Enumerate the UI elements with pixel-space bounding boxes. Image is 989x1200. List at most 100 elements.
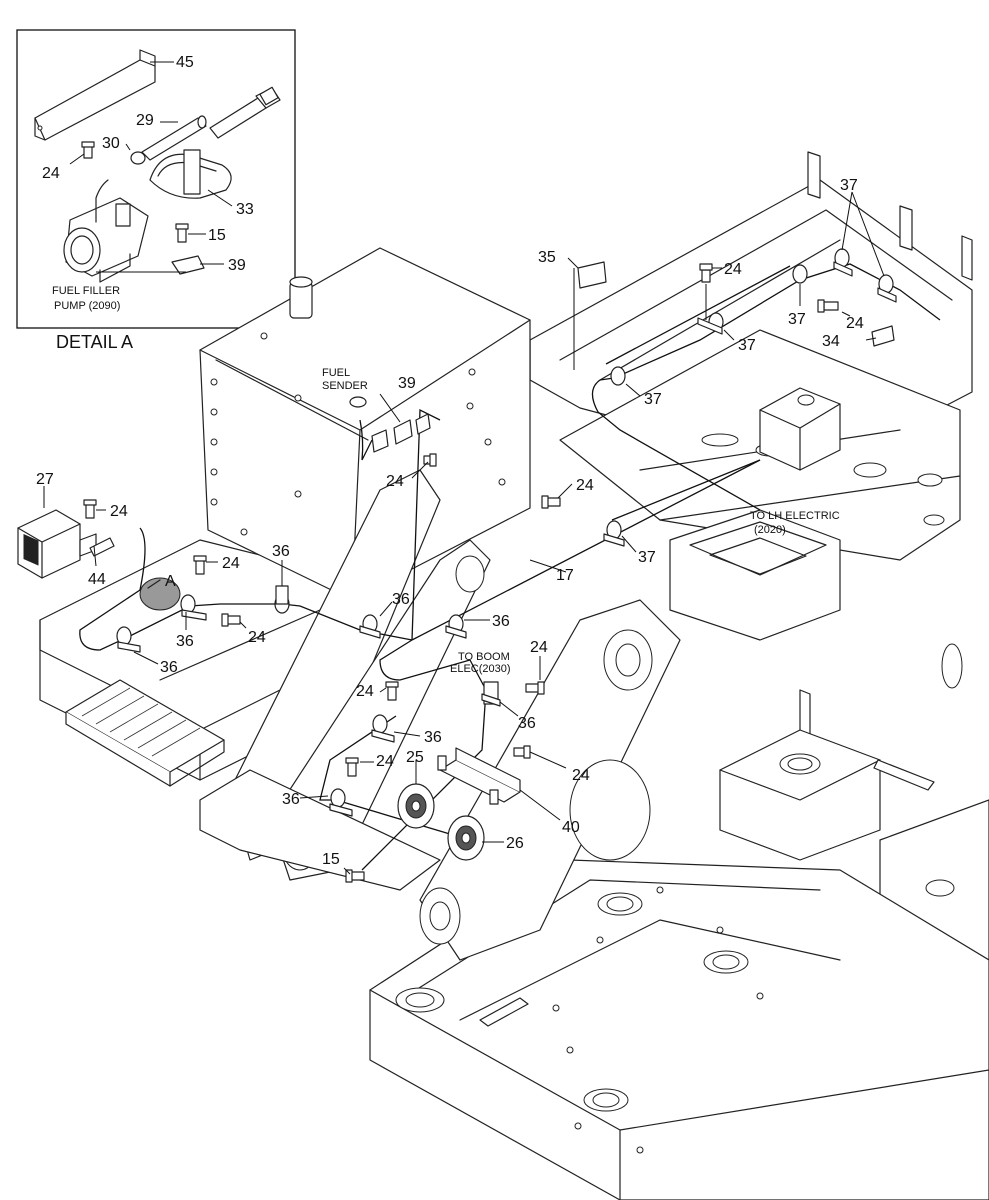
clamp-33 bbox=[183, 149, 201, 195]
label-24-a: 24 bbox=[724, 261, 742, 278]
label-37-b: 37 bbox=[788, 311, 806, 328]
clamp-37-top bbox=[833, 248, 853, 277]
label-33: 33 bbox=[236, 201, 254, 218]
detail-a-inset: 45 29 30 24 33 15 39 FUEL FILLER PUMP (2… bbox=[16, 29, 296, 329]
fuel-sender bbox=[349, 396, 367, 408]
clamp-37-d bbox=[610, 366, 626, 386]
bolt-15 bbox=[345, 869, 365, 883]
label-29: 29 bbox=[136, 112, 154, 129]
part-labels: 35 37 24 37 24 34 37 37 39 24 24 37 17 2… bbox=[36, 177, 864, 868]
label-24-d: 24 bbox=[576, 477, 594, 494]
bracket-45 bbox=[34, 49, 156, 141]
label-24-detail: 24 bbox=[42, 165, 60, 182]
clamp-36-h bbox=[481, 681, 501, 707]
label-39-detail: 39 bbox=[228, 257, 246, 274]
clamp-37-c bbox=[697, 312, 724, 335]
label-37-c: 37 bbox=[738, 337, 756, 354]
bolt-24-i bbox=[525, 681, 545, 695]
label-24-b: 24 bbox=[846, 315, 864, 332]
bolt-24-d bbox=[541, 495, 561, 509]
bolt-24-b bbox=[817, 299, 839, 313]
label-34: 34 bbox=[822, 333, 840, 350]
label-36-a: 36 bbox=[272, 543, 290, 560]
bolt-24-h bbox=[385, 681, 399, 701]
bolt-15-detail bbox=[175, 223, 189, 243]
clamp-36-c bbox=[445, 614, 467, 639]
bracket-35 bbox=[577, 261, 607, 289]
clamp-30 bbox=[130, 151, 146, 165]
step bbox=[65, 679, 225, 787]
label-30: 30 bbox=[102, 135, 120, 152]
bracket-44 bbox=[89, 537, 115, 557]
clamp-36-f bbox=[371, 714, 395, 743]
to-lh-electric-label-2: (2020) bbox=[754, 524, 786, 536]
bolt-24-c bbox=[423, 453, 437, 467]
clamp-36-d bbox=[180, 594, 207, 621]
to-boom-label-2: ELEC(2030) bbox=[450, 663, 511, 675]
clamp-36-e bbox=[116, 626, 141, 653]
label-15: 15 bbox=[322, 851, 340, 868]
label-24-e: 24 bbox=[110, 503, 128, 520]
label-36-c: 36 bbox=[392, 591, 410, 608]
label-15-detail: 15 bbox=[208, 227, 226, 244]
fuel-filler-pump-label-2: PUMP (2090) bbox=[54, 300, 120, 312]
detail-a-marker: A bbox=[165, 573, 176, 590]
label-36-b: 36 bbox=[176, 633, 194, 650]
label-27: 27 bbox=[36, 471, 54, 488]
label-39: 39 bbox=[398, 375, 416, 392]
label-36-f: 36 bbox=[518, 715, 536, 732]
clamp-36-a bbox=[274, 585, 290, 614]
label-24-g: 24 bbox=[248, 629, 266, 646]
bolt-24-f bbox=[193, 555, 207, 575]
bolt-24-e bbox=[83, 499, 97, 519]
bolt-24-g bbox=[221, 613, 241, 627]
label-45: 45 bbox=[176, 54, 194, 71]
lower-base-plate bbox=[369, 859, 989, 1200]
label-37-top: 37 bbox=[840, 177, 858, 194]
label-40: 40 bbox=[562, 819, 580, 836]
work-light-27 bbox=[17, 509, 115, 579]
clamp-36-g bbox=[329, 788, 353, 817]
label-24-i: 24 bbox=[530, 639, 548, 656]
boom-foot bbox=[199, 469, 681, 961]
label-44: 44 bbox=[88, 571, 106, 588]
bolt-24-detail bbox=[81, 141, 95, 159]
label-25: 25 bbox=[406, 749, 424, 766]
hose-29 bbox=[141, 117, 207, 161]
label-36-e: 36 bbox=[160, 659, 178, 676]
clamp-37-b bbox=[792, 264, 808, 284]
bolts bbox=[83, 263, 839, 883]
to-lh-electric-label-1: TO LH ELECTRIC bbox=[750, 510, 840, 522]
horn-26 bbox=[447, 815, 485, 861]
bolt-24-j bbox=[345, 757, 359, 777]
clamp-37-top2 bbox=[877, 274, 897, 303]
clamp-37-e bbox=[603, 520, 625, 547]
fuel-sender-label-1: FUEL bbox=[322, 367, 350, 379]
fuel-filler-pump-label-1: FUEL FILLER bbox=[52, 285, 120, 297]
label-26: 26 bbox=[506, 835, 524, 852]
label-24-c: 24 bbox=[386, 473, 404, 490]
harness-17 bbox=[411, 459, 761, 641]
to-boom-label-1: TO BOOM bbox=[458, 651, 510, 663]
label-24-h: 24 bbox=[356, 683, 374, 700]
horn-25 bbox=[397, 783, 435, 829]
bracket-34 bbox=[871, 325, 895, 347]
label-24-k: 24 bbox=[572, 767, 590, 784]
fuel-sender-label-2: SENDER bbox=[322, 380, 368, 392]
fuel-filler-pump bbox=[63, 179, 149, 283]
clamp-39-detail bbox=[171, 255, 205, 275]
label-36-g: 36 bbox=[424, 729, 442, 746]
label-35: 35 bbox=[538, 249, 556, 266]
label-24-f: 24 bbox=[222, 555, 240, 572]
connector-39 bbox=[371, 413, 431, 453]
label-37-e: 37 bbox=[638, 549, 656, 566]
leaders bbox=[43, 191, 885, 875]
clamps bbox=[116, 248, 897, 817]
label-17: 17 bbox=[556, 567, 574, 584]
label-37-d: 37 bbox=[644, 391, 662, 408]
label-36-h: 36 bbox=[282, 791, 300, 808]
label-36-d: 36 bbox=[492, 613, 510, 630]
clamp-36-b bbox=[359, 614, 381, 639]
fuel-tank bbox=[199, 247, 531, 601]
bolt-24-k bbox=[513, 745, 531, 759]
